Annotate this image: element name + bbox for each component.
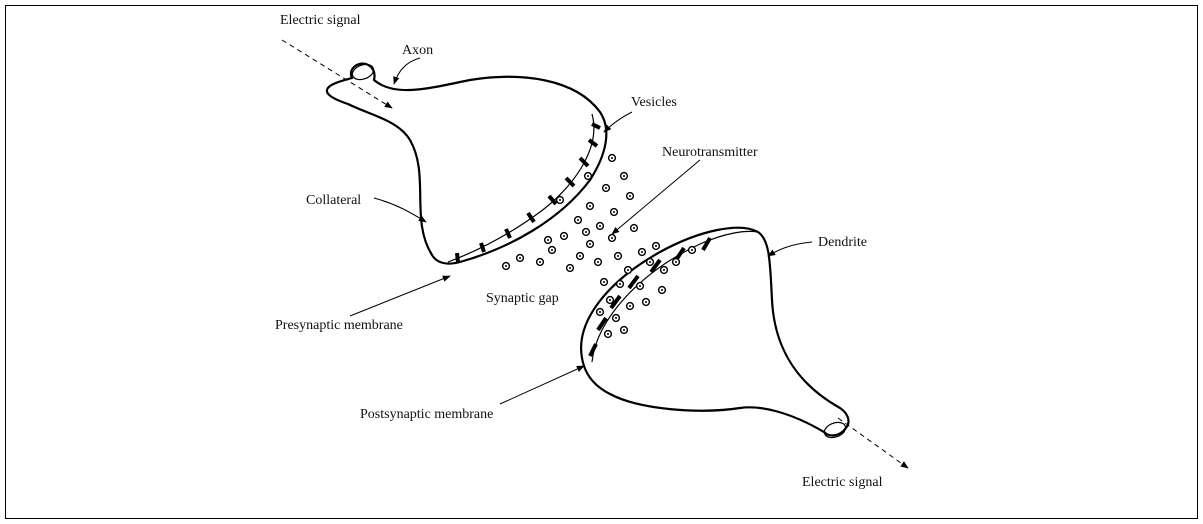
neurotransmitter-dot-core (551, 249, 553, 251)
neurotransmitter-dot-core (661, 289, 663, 291)
vesicles-pointer (604, 112, 632, 132)
neurotransmitter-pointer (612, 160, 700, 234)
neurotransmitter-dot-core (563, 235, 565, 237)
label-electric-signal-out: Electric signal (802, 475, 883, 490)
label-axon: Axon (402, 43, 433, 58)
neurotransmitter-dot-core (539, 261, 541, 263)
neurotransmitter-dot-core (619, 283, 621, 285)
neurotransmitter-dot-core (649, 261, 651, 263)
label-postsynaptic-membrane: Postsynaptic membrane (360, 407, 493, 422)
neurotransmitter-dot-core (641, 251, 643, 253)
neurotransmitter-dot-core (505, 265, 507, 267)
label-electric-signal-in: Electric signal (280, 13, 361, 28)
neurotransmitter-dot-core (519, 257, 521, 259)
neurotransmitter-dot-core (639, 285, 641, 287)
neurotransmitter-dot-core (589, 243, 591, 245)
neurotransmitter-dot-core (547, 239, 549, 241)
axon-pointer (394, 58, 420, 84)
label-dendrite: Dendrite (818, 235, 867, 250)
label-presynaptic-membrane: Presynaptic membrane (275, 318, 403, 333)
neurotransmitter-dot-core (599, 311, 601, 313)
presynaptic-membrane-pointer (350, 276, 450, 316)
neurotransmitter-dot-core (623, 175, 625, 177)
neurotransmitter-dot-core (559, 199, 561, 201)
neurotransmitter-dot-core (597, 261, 599, 263)
neurotransmitter-dot-core (675, 261, 677, 263)
label-synaptic-gap: Synaptic gap (486, 291, 559, 306)
collateral-pointer (374, 198, 426, 222)
neurotransmitter-dot-core (611, 237, 613, 239)
neurotransmitter-dot-core (627, 269, 629, 271)
neurotransmitter-dot-core (587, 175, 589, 177)
neurotransmitter-dot-core (691, 249, 693, 251)
neurotransmitter-dot-core (609, 299, 611, 301)
label-collateral: Collateral (306, 193, 361, 208)
neurotransmitter-dot-core (623, 329, 625, 331)
neurotransmitter-dot-core (589, 205, 591, 207)
neurotransmitter-dot-core (629, 195, 631, 197)
neurotransmitter-dot-core (579, 255, 581, 257)
neurotransmitter-dot-core (629, 305, 631, 307)
neurotransmitter-dot-core (569, 267, 571, 269)
neurotransmitter-dot-core (603, 281, 605, 283)
neurotransmitter-dot-core (599, 225, 601, 227)
postsynaptic-membrane-pointer (500, 366, 584, 404)
postsynaptic-terminal (581, 228, 848, 441)
label-neurotransmitter: Neurotransmitter (662, 145, 758, 160)
electric-signal-out-arrow (838, 418, 908, 468)
neurotransmitter-dot-core (607, 333, 609, 335)
neurotransmitter-dot-core (585, 231, 587, 233)
label-vesicles: Vesicles (631, 95, 677, 110)
neurotransmitter-dot-core (655, 245, 657, 247)
neurotransmitter-particles (503, 155, 696, 338)
neurotransmitter-dot-core (605, 187, 607, 189)
neurotransmitter-dot-core (617, 255, 619, 257)
neurotransmitter-dot-core (663, 269, 665, 271)
neurotransmitter-dot-core (633, 227, 635, 229)
neurotransmitter-dot-core (577, 219, 579, 221)
neurotransmitter-dot-core (615, 317, 617, 319)
neurotransmitter-dot-core (613, 211, 615, 213)
dendrite-pointer (768, 242, 812, 256)
neurotransmitter-dot-core (611, 157, 613, 159)
neurotransmitter-dot-core (645, 301, 647, 303)
